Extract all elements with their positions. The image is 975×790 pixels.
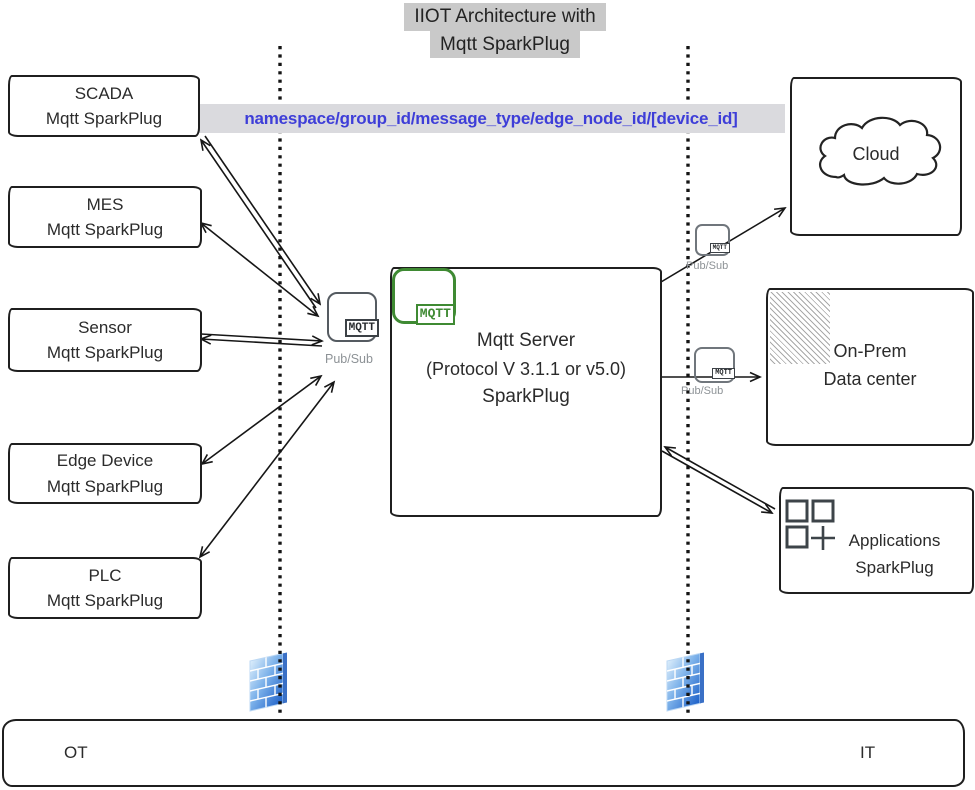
mqtt-client-icon-cloud[interactable]: MQTT bbox=[695, 224, 730, 256]
node-mes-subtitle: Mqtt SparkPlug bbox=[46, 220, 164, 239]
mqtt-icon-label: MQTT bbox=[712, 367, 735, 379]
node-scada-subtitle: Mqtt SparkPlug bbox=[45, 109, 163, 128]
pubsub-label-broker: Pub/Sub bbox=[325, 352, 373, 366]
arrow-edge-broker[interactable] bbox=[200, 374, 323, 466]
arrow-sensor-broker-b[interactable] bbox=[200, 333, 324, 346]
onprem-line1: On-Prem bbox=[833, 341, 907, 361]
node-edge-device-subtitle: Mqtt SparkPlug bbox=[46, 476, 164, 496]
arrow-scada-broker-b[interactable] bbox=[204, 135, 322, 306]
node-sensor-subtitle: Mqtt SparkPlug bbox=[46, 343, 164, 362]
arrow-sensor-broker-a[interactable] bbox=[199, 334, 323, 347]
arrow-scada-broker-a[interactable] bbox=[199, 138, 317, 309]
node-scada-title: SCADA bbox=[74, 83, 134, 103]
firewall-icon-left[interactable] bbox=[249, 652, 287, 712]
firewall-icon-right[interactable] bbox=[666, 652, 704, 712]
node-mes-title: MES bbox=[86, 194, 124, 214]
node-edge-device-title: Edge Device bbox=[56, 451, 154, 470]
hatch-pattern bbox=[770, 292, 830, 364]
zone-bar: OT IT bbox=[2, 719, 965, 787]
arrow-server-apps-b[interactable] bbox=[663, 446, 776, 510]
applications-line1: Applications bbox=[848, 531, 941, 550]
node-applications[interactable]: Applications SparkPlug bbox=[779, 487, 974, 594]
mqtt-icon-label: MQTT bbox=[415, 304, 455, 325]
pubsub-label-onprem: Pub/Sub bbox=[681, 385, 724, 397]
arrow-mes-broker[interactable] bbox=[199, 221, 320, 318]
node-edge-device[interactable]: Edge Device Mqtt SparkPlug bbox=[8, 443, 202, 504]
server-protocol: (Protocol V 3.1.1 or v5.0) bbox=[425, 358, 627, 379]
node-plc[interactable]: PLC Mqtt SparkPlug bbox=[8, 557, 202, 619]
zone-label-it: IT bbox=[860, 743, 876, 762]
arrow-plc-broker[interactable] bbox=[198, 380, 336, 559]
diagram-title: IIOT Architecture with Mqtt SparkPlug bbox=[340, 3, 670, 59]
mqtt-server-icon[interactable]: MQTT bbox=[392, 268, 456, 325]
node-sensor[interactable]: Sensor Mqtt SparkPlug bbox=[8, 308, 202, 372]
node-mes[interactable]: MES Mqtt SparkPlug bbox=[8, 186, 202, 248]
node-plc-title: PLC bbox=[88, 565, 122, 585]
applications-line2: SparkPlug bbox=[855, 558, 934, 578]
topic-text: namespace/group_id/message_type/edge_nod… bbox=[244, 108, 738, 128]
node-onprem-datacenter[interactable]: On-Prem Data center bbox=[766, 288, 974, 446]
cloud-icon bbox=[819, 116, 942, 185]
node-sensor-title: Sensor bbox=[78, 317, 132, 337]
onprem-line2: Data center bbox=[823, 368, 917, 389]
arrow-server-apps-a[interactable] bbox=[661, 450, 774, 514]
node-plc-subtitle: Mqtt SparkPlug bbox=[46, 591, 164, 610]
pubsub-label-cloud: Pub/Sub bbox=[686, 260, 729, 272]
node-scada[interactable]: SCADA Mqtt SparkPlug bbox=[8, 75, 200, 137]
server-title: Mqtt Server bbox=[476, 330, 576, 351]
zone-label-ot: OT bbox=[64, 743, 88, 762]
diagram-title-line1: IIOT Architecture with bbox=[404, 3, 606, 31]
sparkplug-topic-string[interactable]: namespace/group_id/message_type/edge_nod… bbox=[197, 104, 785, 133]
mqtt-icon-label: MQTT bbox=[709, 243, 730, 253]
applications-icon bbox=[785, 499, 835, 550]
mqtt-icon-label: MQTT bbox=[344, 318, 379, 337]
mqtt-broker-icon[interactable]: MQTT bbox=[327, 292, 379, 342]
mqtt-client-icon-onprem[interactable]: MQTT bbox=[694, 347, 735, 383]
diagram-title-line2: Mqtt SparkPlug bbox=[430, 30, 580, 59]
cloud-label: Cloud bbox=[852, 144, 900, 164]
node-cloud[interactable]: Cloud bbox=[790, 77, 962, 236]
server-sparkplug: SparkPlug bbox=[482, 385, 570, 407]
